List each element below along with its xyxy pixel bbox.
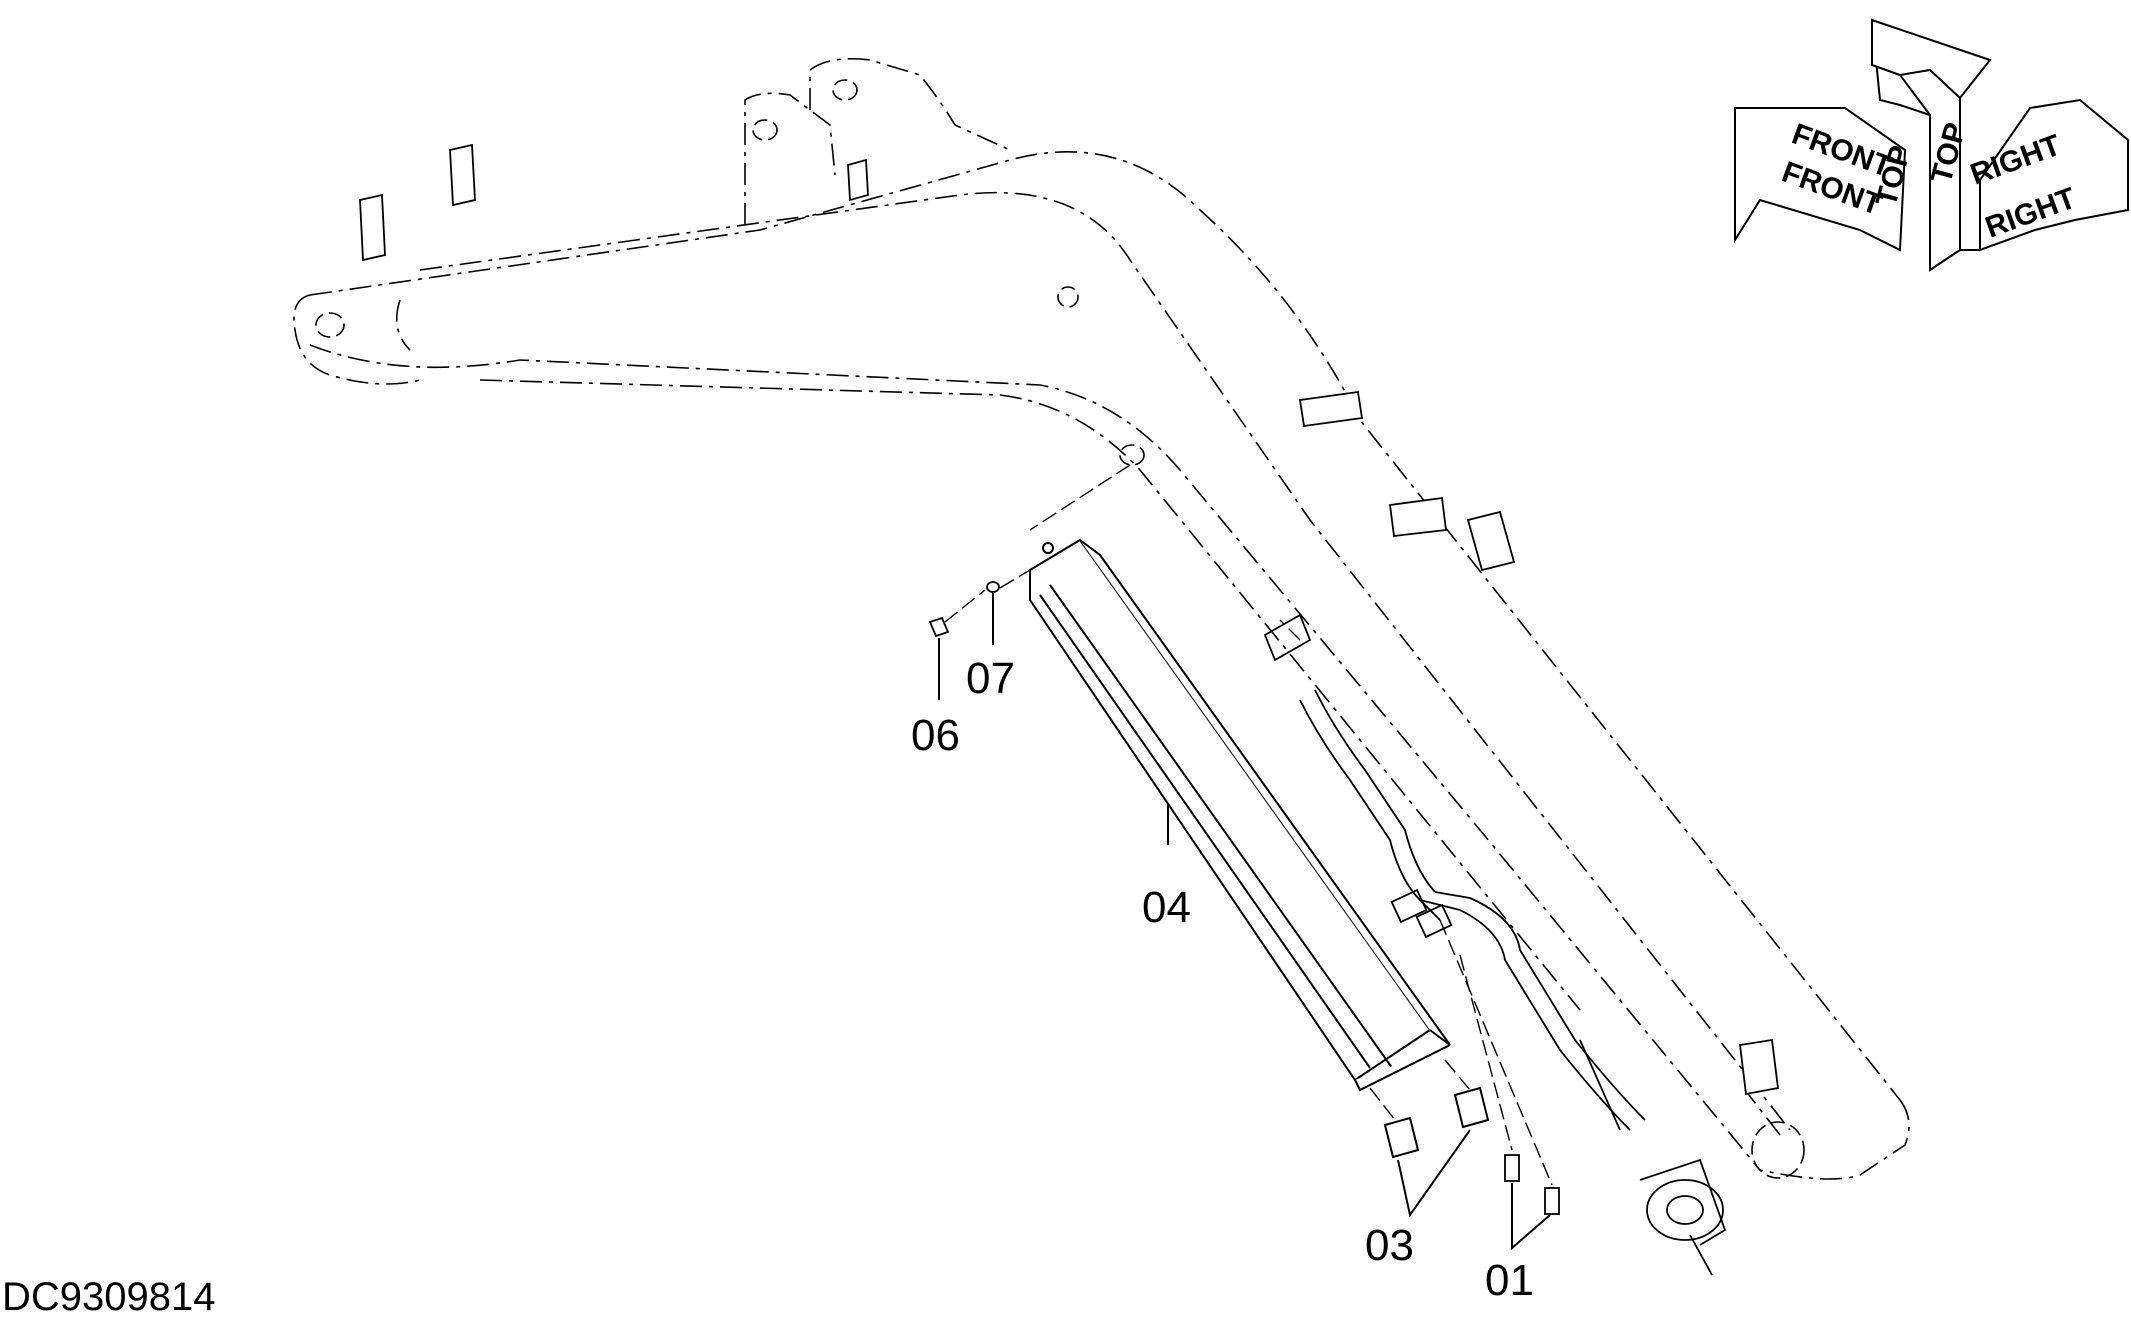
part-07-washer	[986, 581, 1000, 593]
callout-04: 04	[1142, 883, 1191, 932]
callout-01: 01	[1485, 1256, 1534, 1305]
part-04-cover	[1029, 538, 1451, 1092]
boom-phantom-outline	[293, 57, 1910, 1180]
boom-mount-pins	[359, 143, 1779, 1096]
installation-lines	[944, 464, 1553, 1186]
drawing-id: DC9309814	[2, 1275, 216, 1319]
boom-pin-details	[315, 79, 1805, 1179]
hydraulic-pipe-assembly	[1263, 613, 1727, 1276]
part-06-bolt	[928, 616, 950, 638]
callout-07: 07	[966, 654, 1015, 703]
part-01-fittings	[1504, 1154, 1560, 1215]
callout-03: 03	[1365, 1221, 1414, 1270]
part-03-spacers	[1383, 1086, 1490, 1159]
leader-lines	[938, 593, 1551, 1251]
callout-06: 06	[911, 711, 960, 760]
orientation-arrows-icon	[1734, 18, 2129, 272]
